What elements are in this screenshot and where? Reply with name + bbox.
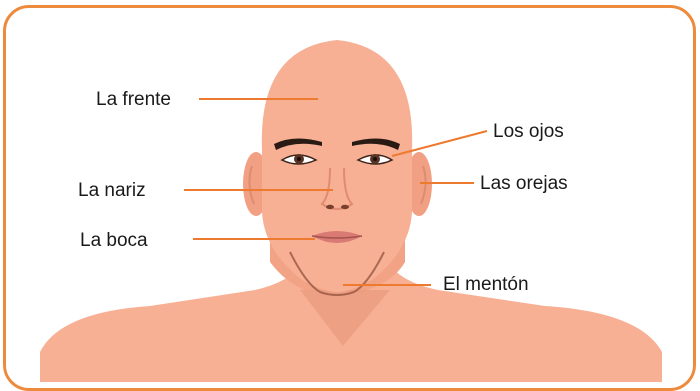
label-nose: La nariz: [78, 180, 146, 201]
right-ear: [406, 152, 432, 216]
label-mouth: La boca: [80, 230, 148, 251]
leader-eyes: [391, 130, 488, 157]
mouth: [312, 231, 362, 243]
label-chin: El mentón: [443, 274, 529, 295]
label-ears: Las orejas: [480, 173, 568, 194]
label-eyes: Los ojos: [493, 121, 564, 142]
right-eyebrow: [352, 138, 400, 150]
left-eyebrow: [274, 138, 322, 150]
head: [261, 40, 413, 292]
neck-shadow: [300, 290, 390, 346]
label-forehead: La frente: [96, 89, 171, 110]
jaw-line: [289, 251, 385, 296]
